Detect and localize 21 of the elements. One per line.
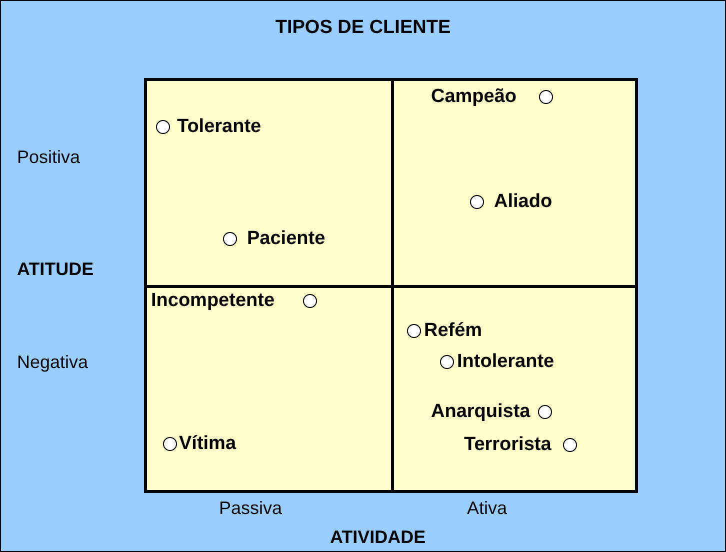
point-label: Refém — [424, 320, 482, 342]
quadrant — [144, 78, 394, 288]
point-label: Aliado — [494, 191, 552, 213]
axis-label: Ativa — [467, 498, 508, 519]
point-label: Paciente — [247, 228, 326, 250]
axis-title: ATIVIDADE — [330, 527, 426, 548]
point-label: Anarquista — [431, 401, 530, 423]
quadrant — [391, 285, 638, 493]
axis-title: ATITUDE — [17, 259, 94, 280]
point-label: Tolerante — [177, 116, 262, 138]
point-label: Campeão — [431, 86, 517, 108]
axis-label: Positiva — [17, 147, 80, 168]
axis-label: Passiva — [219, 498, 282, 519]
quadrant — [144, 285, 394, 493]
axis-label: Negativa — [17, 352, 88, 373]
point-label: Incompetente — [151, 290, 275, 312]
quadrant — [391, 78, 638, 288]
point-label: Intolerante — [457, 351, 554, 373]
point-label: Terrorista — [464, 434, 552, 456]
chart-title: TIPOS DE CLIENTE — [274, 17, 452, 39]
point-label: Vítima — [179, 433, 236, 455]
